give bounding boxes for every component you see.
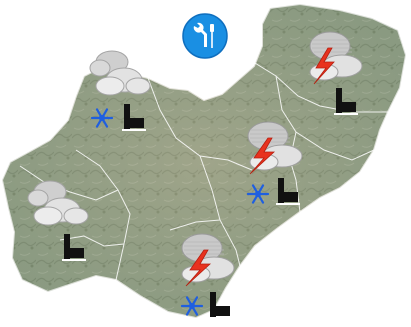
wind-icon [276, 178, 300, 205]
wind-icon [62, 234, 86, 261]
forecast-marker-west[interactable] [20, 174, 100, 264]
cloudy-icon [89, 50, 151, 96]
forecast-marker-northeast[interactable] [298, 26, 378, 120]
wind-icon [122, 104, 146, 131]
forecast-marker-northwest[interactable] [82, 40, 162, 140]
thunderstorm-icon [181, 233, 235, 287]
cloudy-icon [27, 180, 89, 226]
forecast-marker-south[interactable] [172, 228, 252, 324]
snowflake-icon [246, 184, 270, 204]
wrench-screwdriver-icon [182, 13, 228, 59]
thunderstorm-icon [247, 121, 303, 175]
forecast-marker-center[interactable] [238, 116, 318, 210]
snowflake-icon [90, 108, 114, 128]
wind-icon [334, 88, 358, 115]
thunderstorm-icon [309, 31, 363, 85]
district-boundaries [19, 59, 388, 281]
snowflake-icon [180, 296, 204, 316]
wind-icon [208, 292, 232, 319]
tools-badge[interactable] [181, 12, 229, 60]
